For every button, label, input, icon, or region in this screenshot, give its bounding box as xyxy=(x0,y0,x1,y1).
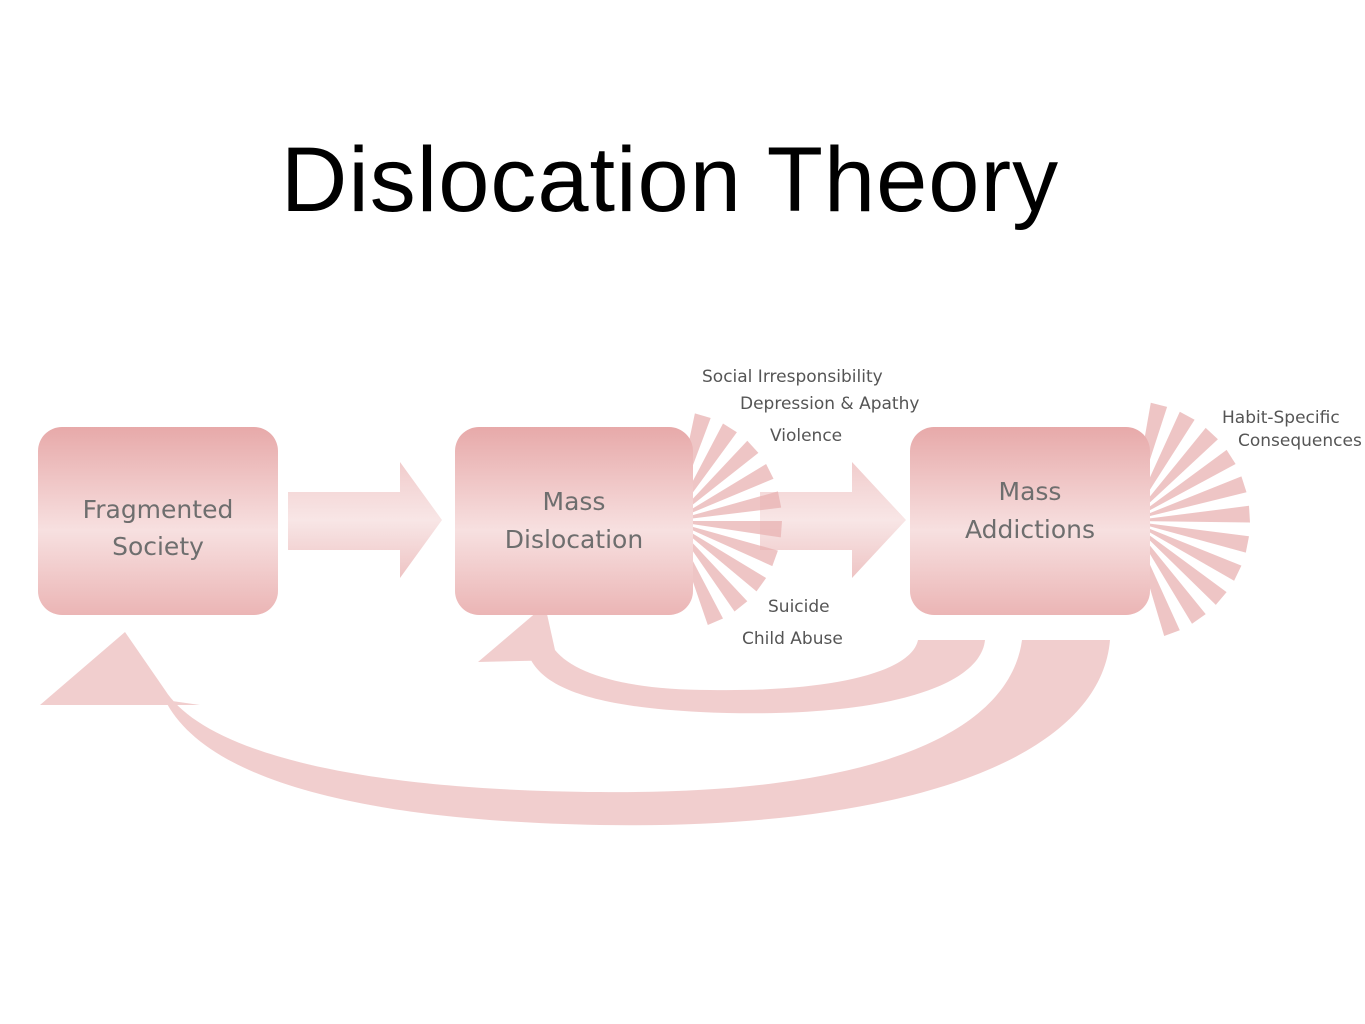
node-label-dislocation-line1: Mass xyxy=(543,487,606,516)
return-arrow-large xyxy=(40,632,1110,826)
ray-segment xyxy=(1139,505,1250,523)
diagram-title: Dislocation Theory xyxy=(280,129,1060,231)
effect-child-abuse: Child Abuse xyxy=(742,629,843,649)
ray-segment xyxy=(1139,522,1249,553)
box-mass-dislocation xyxy=(455,427,693,615)
node-label-fragmented-line2: Society xyxy=(112,532,204,561)
ray-segment xyxy=(1137,526,1227,605)
ray-segment xyxy=(678,440,759,515)
ray-segment xyxy=(681,523,778,567)
effect-depression-apathy: Depression & Apathy xyxy=(740,394,919,414)
ray-segment xyxy=(1138,524,1242,581)
ray-segment xyxy=(1139,476,1247,519)
ray-segment xyxy=(681,521,782,538)
node-label-fragmented-line1: Fragmented xyxy=(83,495,234,524)
ray-segment xyxy=(1135,528,1206,624)
ray-segment xyxy=(681,491,782,520)
effect-consequences: Consequences xyxy=(1238,431,1362,451)
node-label-dislocation-line2: Dislocation xyxy=(505,525,643,554)
effect-suicide: Suicide xyxy=(768,597,830,617)
ray-segment xyxy=(677,528,748,612)
box-fragmented-society xyxy=(38,427,278,615)
return-arrow-small xyxy=(478,605,985,714)
effect-habit-specific: Habit-Specific xyxy=(1222,408,1340,428)
effect-violence: Violence xyxy=(770,426,842,446)
box-mass-addictions xyxy=(910,427,1150,615)
effect-social-irresponsibility: Social Irresponsibility xyxy=(702,367,883,387)
ray-segment xyxy=(679,526,767,592)
ray-segment xyxy=(680,464,774,518)
node-label-addictions-line2: Addictions xyxy=(965,515,1095,544)
ray-segment xyxy=(1138,449,1236,517)
arrow-fragmented-to-dislocation xyxy=(288,462,442,578)
effect-rays-addictions xyxy=(1131,402,1250,636)
node-label-addictions-line1: Mass xyxy=(999,477,1062,506)
ray-segment xyxy=(1136,427,1218,515)
arrow-dislocation-to-addictions xyxy=(760,462,906,578)
